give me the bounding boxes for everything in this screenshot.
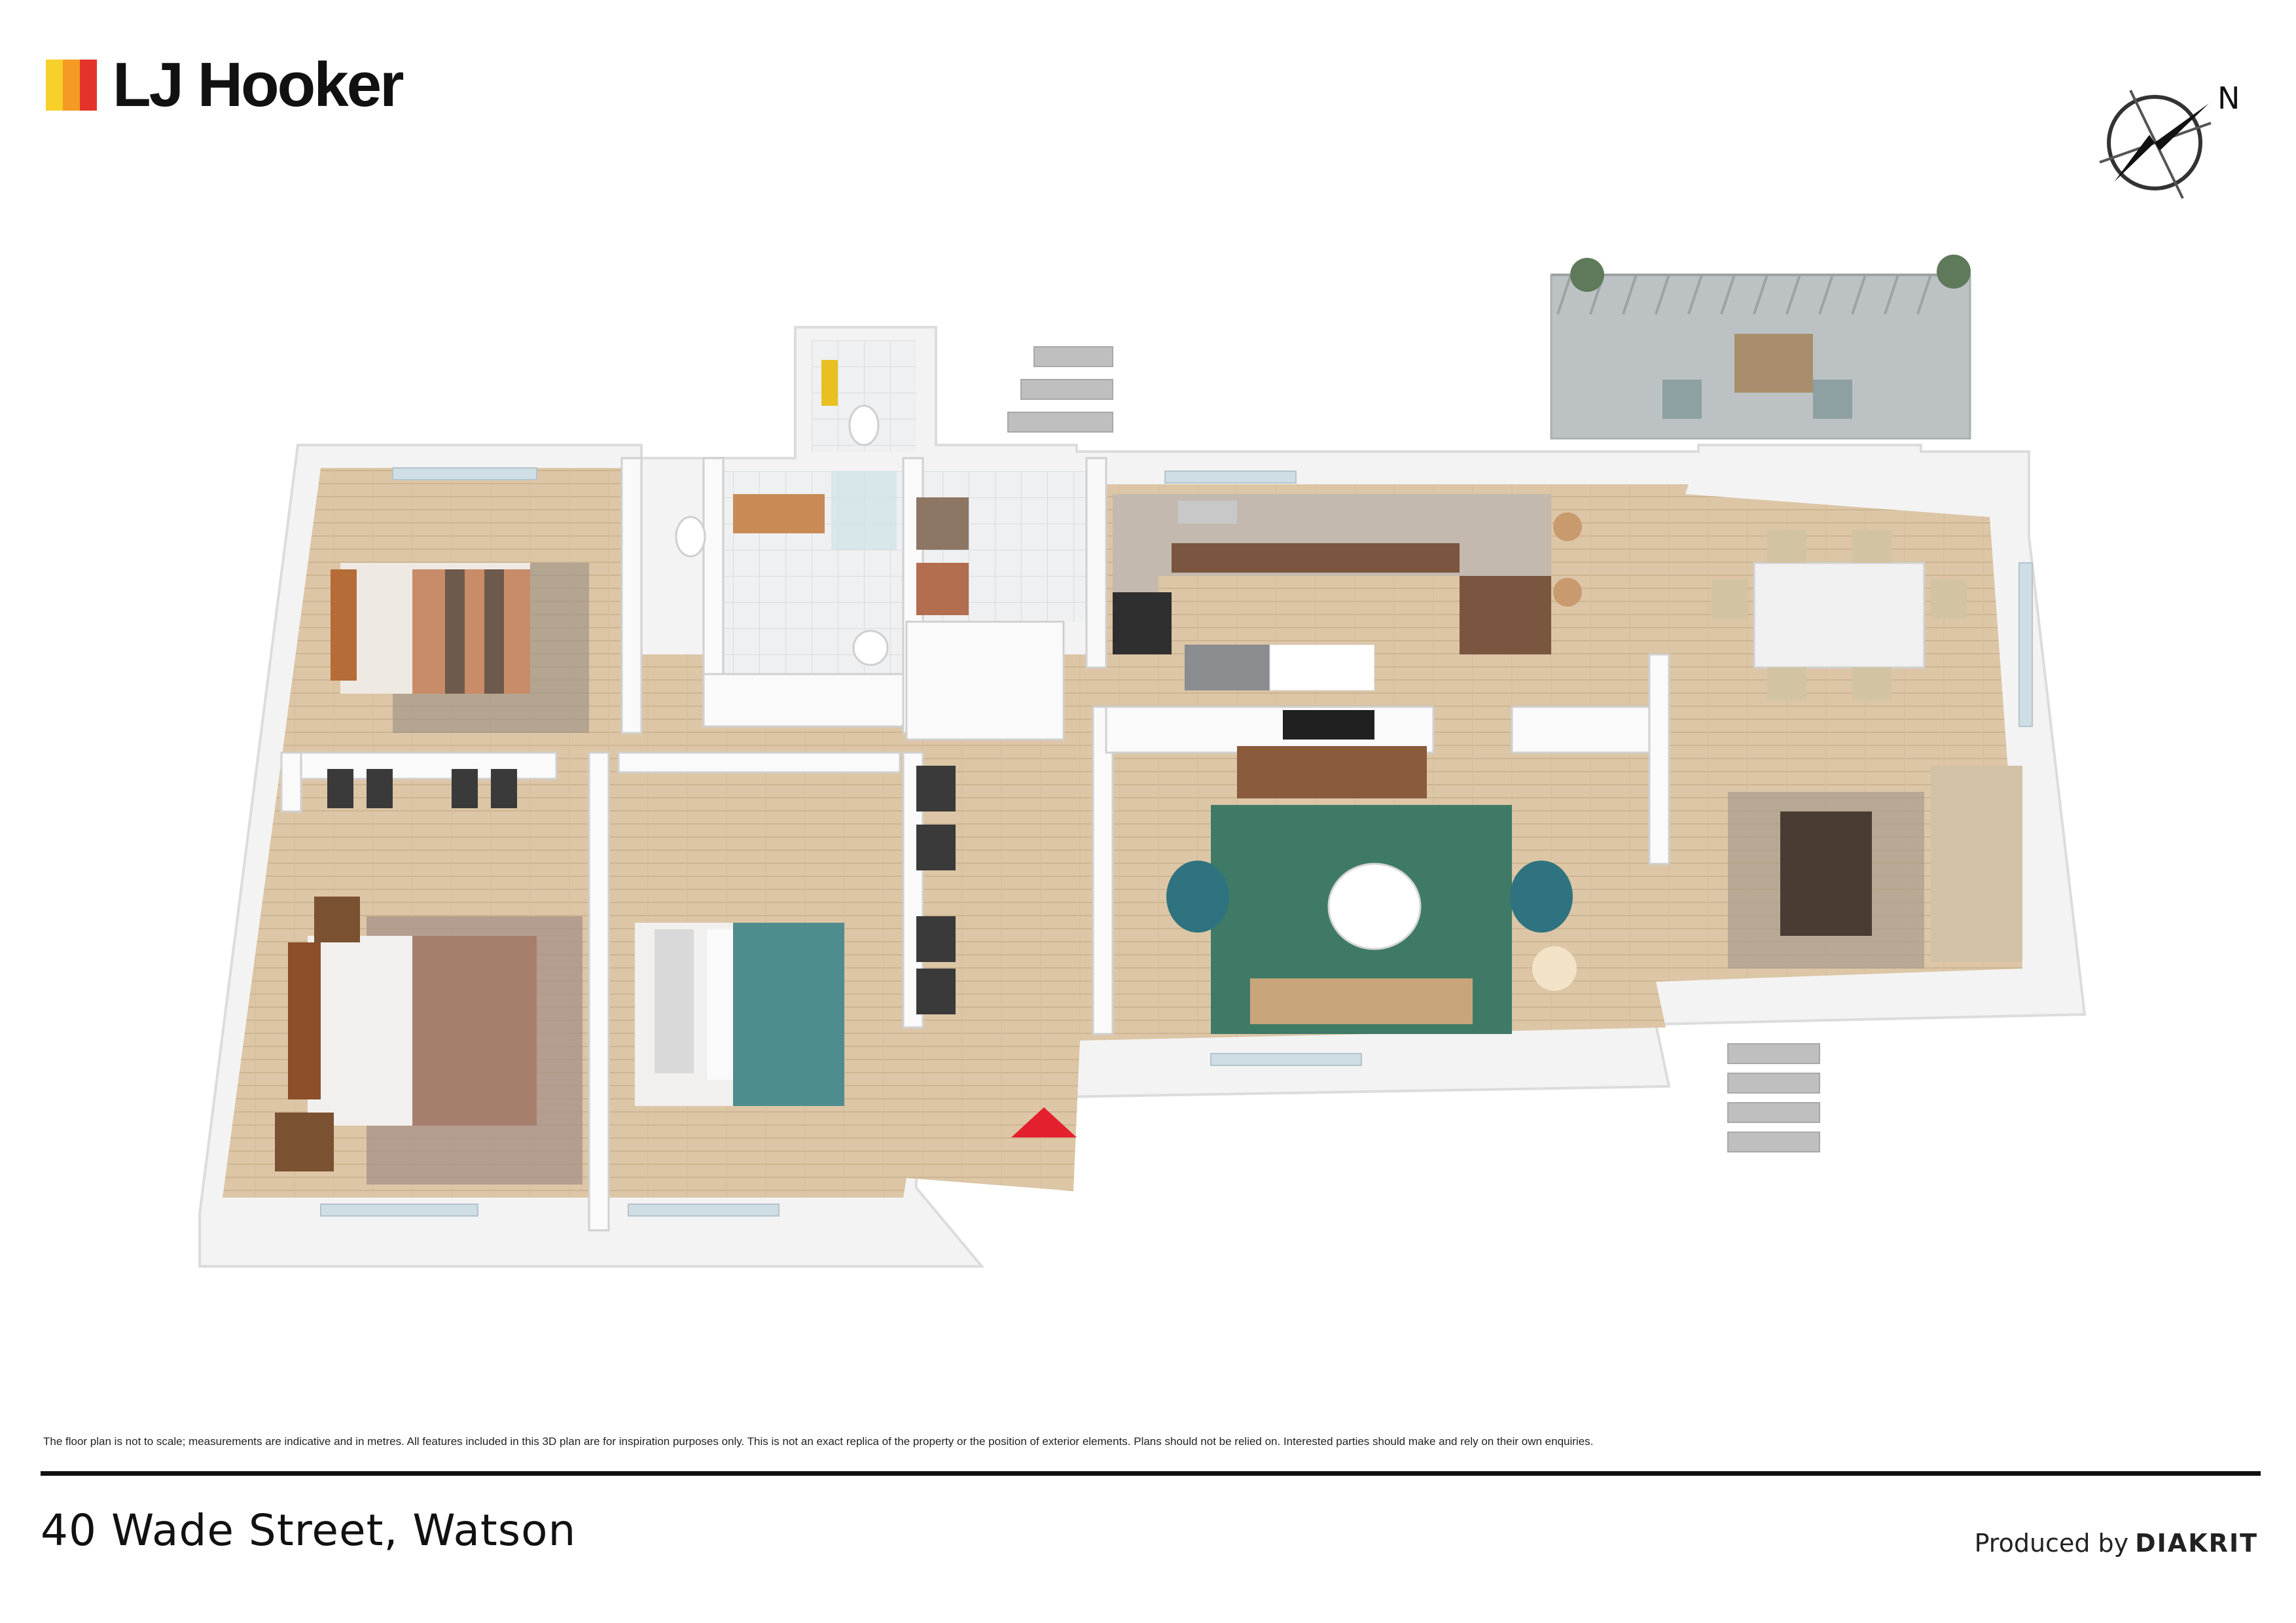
compass-icon: N bbox=[2099, 80, 2240, 199]
armchair-icon bbox=[1510, 861, 1573, 933]
kitchen-sink-icon bbox=[1178, 501, 1237, 524]
stairs-icon bbox=[1007, 346, 1820, 1152]
dining-lounge bbox=[1712, 530, 2022, 969]
bedroom-3 bbox=[635, 923, 844, 1106]
tv-unit bbox=[1237, 746, 1427, 798]
logo-stripe-yellow bbox=[46, 60, 63, 111]
plant-icon bbox=[1937, 255, 1971, 289]
logo-stripe-orange bbox=[63, 60, 80, 111]
disclaimer-text: The floor plan is not to scale; measurem… bbox=[43, 1435, 1594, 1448]
armchair-icon bbox=[1166, 861, 1229, 933]
kitchen-sink-icon bbox=[916, 497, 969, 550]
logo-stripe-red bbox=[80, 60, 97, 111]
toilet-icon bbox=[852, 630, 889, 666]
entry-arrow-icon bbox=[1011, 1107, 1077, 1137]
plant-icon bbox=[1570, 258, 1604, 292]
bedroom-1 bbox=[331, 563, 589, 733]
living-area bbox=[1166, 710, 1577, 1034]
compass-north-label: N bbox=[2217, 80, 2240, 116]
laundry bbox=[916, 497, 969, 615]
coffee-table-icon bbox=[1327, 863, 1422, 950]
footer-divider bbox=[41, 1471, 2261, 1476]
balcony bbox=[1550, 255, 1971, 440]
brand-logo: LJ Hooker bbox=[46, 50, 404, 120]
windows bbox=[320, 467, 2033, 1217]
dining-table-icon bbox=[1753, 562, 1926, 669]
interior-walls bbox=[280, 457, 1670, 1232]
wardrobe-icon bbox=[327, 766, 956, 1014]
vanity-icon bbox=[733, 494, 825, 533]
sofa-icon bbox=[1931, 766, 2022, 962]
toilet-icon bbox=[848, 404, 880, 446]
brand-name: LJ Hooker bbox=[113, 50, 404, 120]
bathroom bbox=[675, 360, 897, 666]
tv-icon bbox=[1283, 710, 1374, 740]
shower-icon bbox=[831, 471, 897, 550]
kitchen bbox=[1113, 494, 1582, 691]
producer-brand: DIAKRIT bbox=[2135, 1529, 2258, 1558]
ottoman-icon bbox=[1780, 812, 1872, 936]
produced-by-label: Produced by bbox=[1974, 1529, 2129, 1558]
property-address: 40 Wade Street, Watson bbox=[41, 1505, 577, 1556]
toilet-icon bbox=[675, 516, 706, 558]
logo-mark-icon bbox=[46, 60, 97, 111]
stove-icon bbox=[1113, 592, 1172, 654]
sofa-icon bbox=[1250, 978, 1473, 1024]
master-bedroom bbox=[275, 897, 583, 1185]
lamp-icon bbox=[1532, 946, 1577, 991]
